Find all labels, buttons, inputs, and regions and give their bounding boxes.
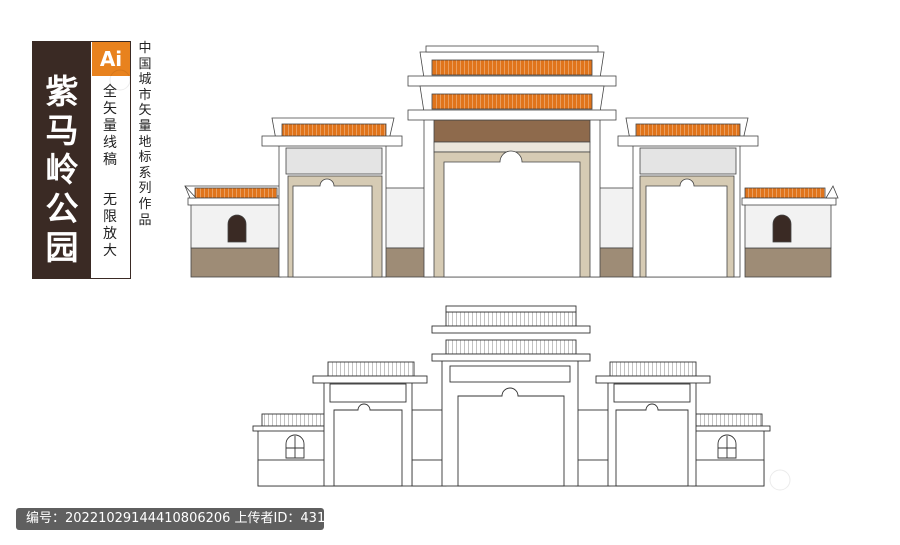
tagline-scalable: 无限放大 (103, 192, 117, 259)
ai-badge: Ai (92, 42, 130, 76)
tagline-vector: 全矢量线稿 (103, 84, 117, 168)
series-label: 中国城市矢量地标系列作品 (138, 41, 152, 228)
colored-gate (184, 45, 839, 278)
line-art-gate (252, 305, 771, 487)
park-title: 紫马岭公园 (45, 72, 79, 267)
title-panel: 紫马岭公园 (33, 42, 91, 278)
image-id-bar: 编号：20221029144410806206 上传者ID：431353 (16, 508, 350, 530)
title-block: 紫马岭公园 Ai 全矢量线稿 无限放大 (32, 41, 131, 279)
